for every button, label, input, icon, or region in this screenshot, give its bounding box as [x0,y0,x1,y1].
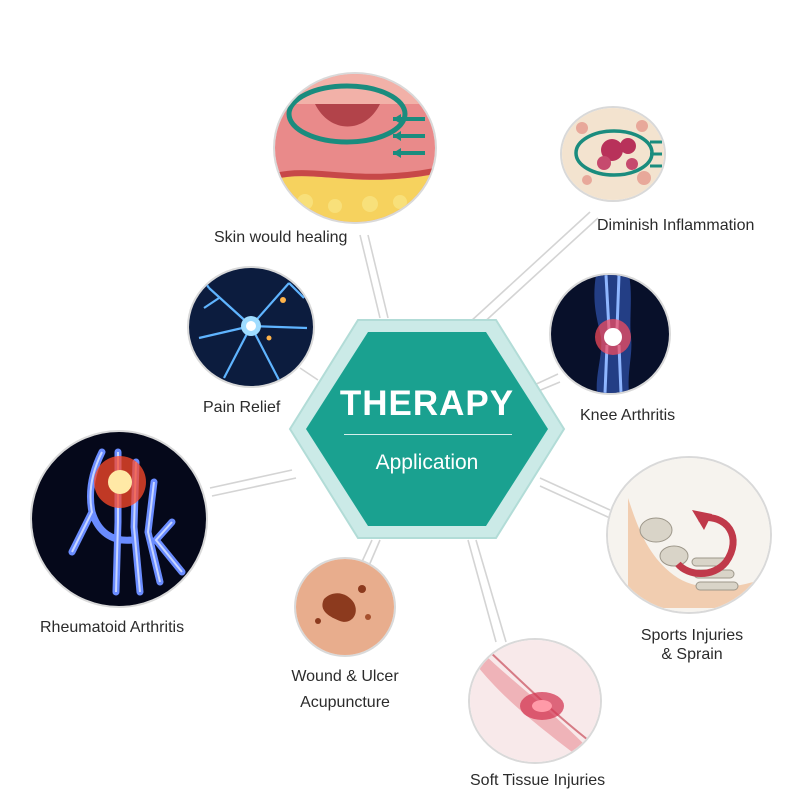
soft-tissue-label: Soft Tissue Injuries [470,772,606,789]
pain-relief-label: Pain Relief [203,399,281,416]
wound-ulcer-label-line2: Acupuncture [300,694,390,711]
inflammation-label: Diminish Inflammation [597,217,755,234]
neuron-icon [189,268,313,386]
therapy-subtitle: Application [375,451,479,474]
connector-soft [467,539,497,643]
hand-xray-icon [32,432,206,606]
therapy-hexagon [288,318,566,540]
muscle-tissue-icon [470,640,600,762]
knee-joint-icon [551,275,669,393]
inflamed-cells-icon [562,108,664,200]
sports-injuries-label-line1: Sports Injuries [640,627,744,644]
connector-rheumatoid [209,469,293,489]
wound-ulcer-label: Wound & Ulcer Acupuncture [280,664,410,716]
wound-ulcer-label-line1: Wound & Ulcer [291,668,399,685]
connector-sports [539,477,611,511]
therapy-divider [344,434,512,435]
skin-wound-icon [296,559,394,655]
skin-cross-section-icon [275,74,435,222]
foot-bones-icon [608,458,770,612]
sports-injuries-label: Sports Injuries & Sprain [625,626,759,664]
skin-healing-label: Skin would healing [214,229,348,246]
connector-inflammation [469,211,591,323]
rheumatoid-arthritis-label: Rheumatoid Arthritis [40,619,185,636]
therapy-title: THERAPY [339,384,515,423]
connector-wound [367,539,381,569]
connector-skin [359,234,381,319]
connector-pain [299,367,319,381]
knee-arthritis-label: Knee Arthritis [580,407,676,424]
sports-injuries-label-line2: & Sprain [661,646,723,663]
